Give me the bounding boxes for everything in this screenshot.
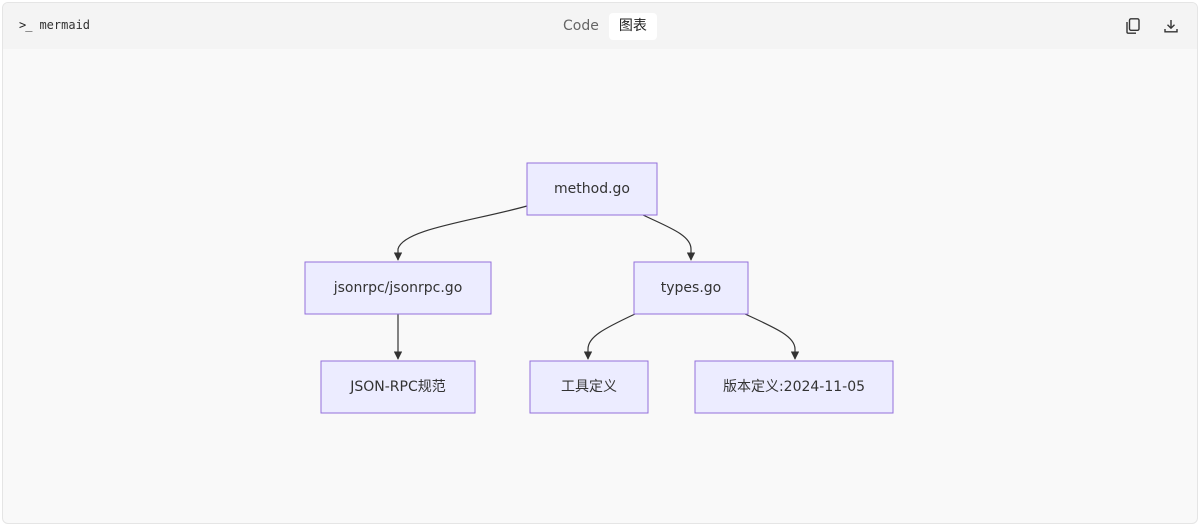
- flowchart-svg: method.go jsonrpc/jsonrpc.go types.go JS…: [304, 162, 894, 414]
- language-label: >_ mermaid: [19, 18, 90, 32]
- edge-types-tools: [583, 313, 636, 360]
- tab-code[interactable]: Code: [563, 18, 599, 34]
- copy-icon: [1126, 18, 1140, 34]
- header-actions: [1105, 16, 1181, 36]
- tab-diagram[interactable]: 图表: [608, 13, 657, 40]
- edge-method-jsonrpc: [393, 205, 528, 261]
- edges: [393, 205, 800, 360]
- node-version: 版本定义:2024-11-05: [694, 360, 894, 414]
- download-icon: [1164, 20, 1178, 33]
- node-label: jsonrpc/jsonrpc.go: [333, 280, 463, 296]
- node-label: method.go: [554, 181, 630, 197]
- node-types: types.go: [633, 261, 749, 315]
- terminal-icon: >_: [19, 18, 32, 32]
- view-tabs: Code 图表: [553, 13, 657, 40]
- node-jsonrpc: jsonrpc/jsonrpc.go: [304, 261, 492, 315]
- edge-types-version: [744, 313, 800, 360]
- code-block-header: >_ mermaid Code 图表: [3, 3, 1197, 49]
- node-method: method.go: [526, 162, 658, 216]
- download-button[interactable]: [1161, 16, 1181, 36]
- diagram-canvas: method.go jsonrpc/jsonrpc.go types.go JS…: [3, 49, 1197, 523]
- node-tools: 工具定义: [529, 360, 649, 414]
- node-label: 版本定义:2024-11-05: [723, 379, 865, 395]
- edge-method-types: [642, 214, 696, 261]
- language-name: mermaid: [39, 18, 91, 32]
- node-label: 工具定义: [561, 379, 617, 395]
- node-label: JSON-RPC规范: [349, 378, 446, 395]
- node-spec: JSON-RPC规范: [320, 360, 476, 414]
- node-label: types.go: [661, 280, 721, 296]
- copy-button[interactable]: [1123, 16, 1143, 36]
